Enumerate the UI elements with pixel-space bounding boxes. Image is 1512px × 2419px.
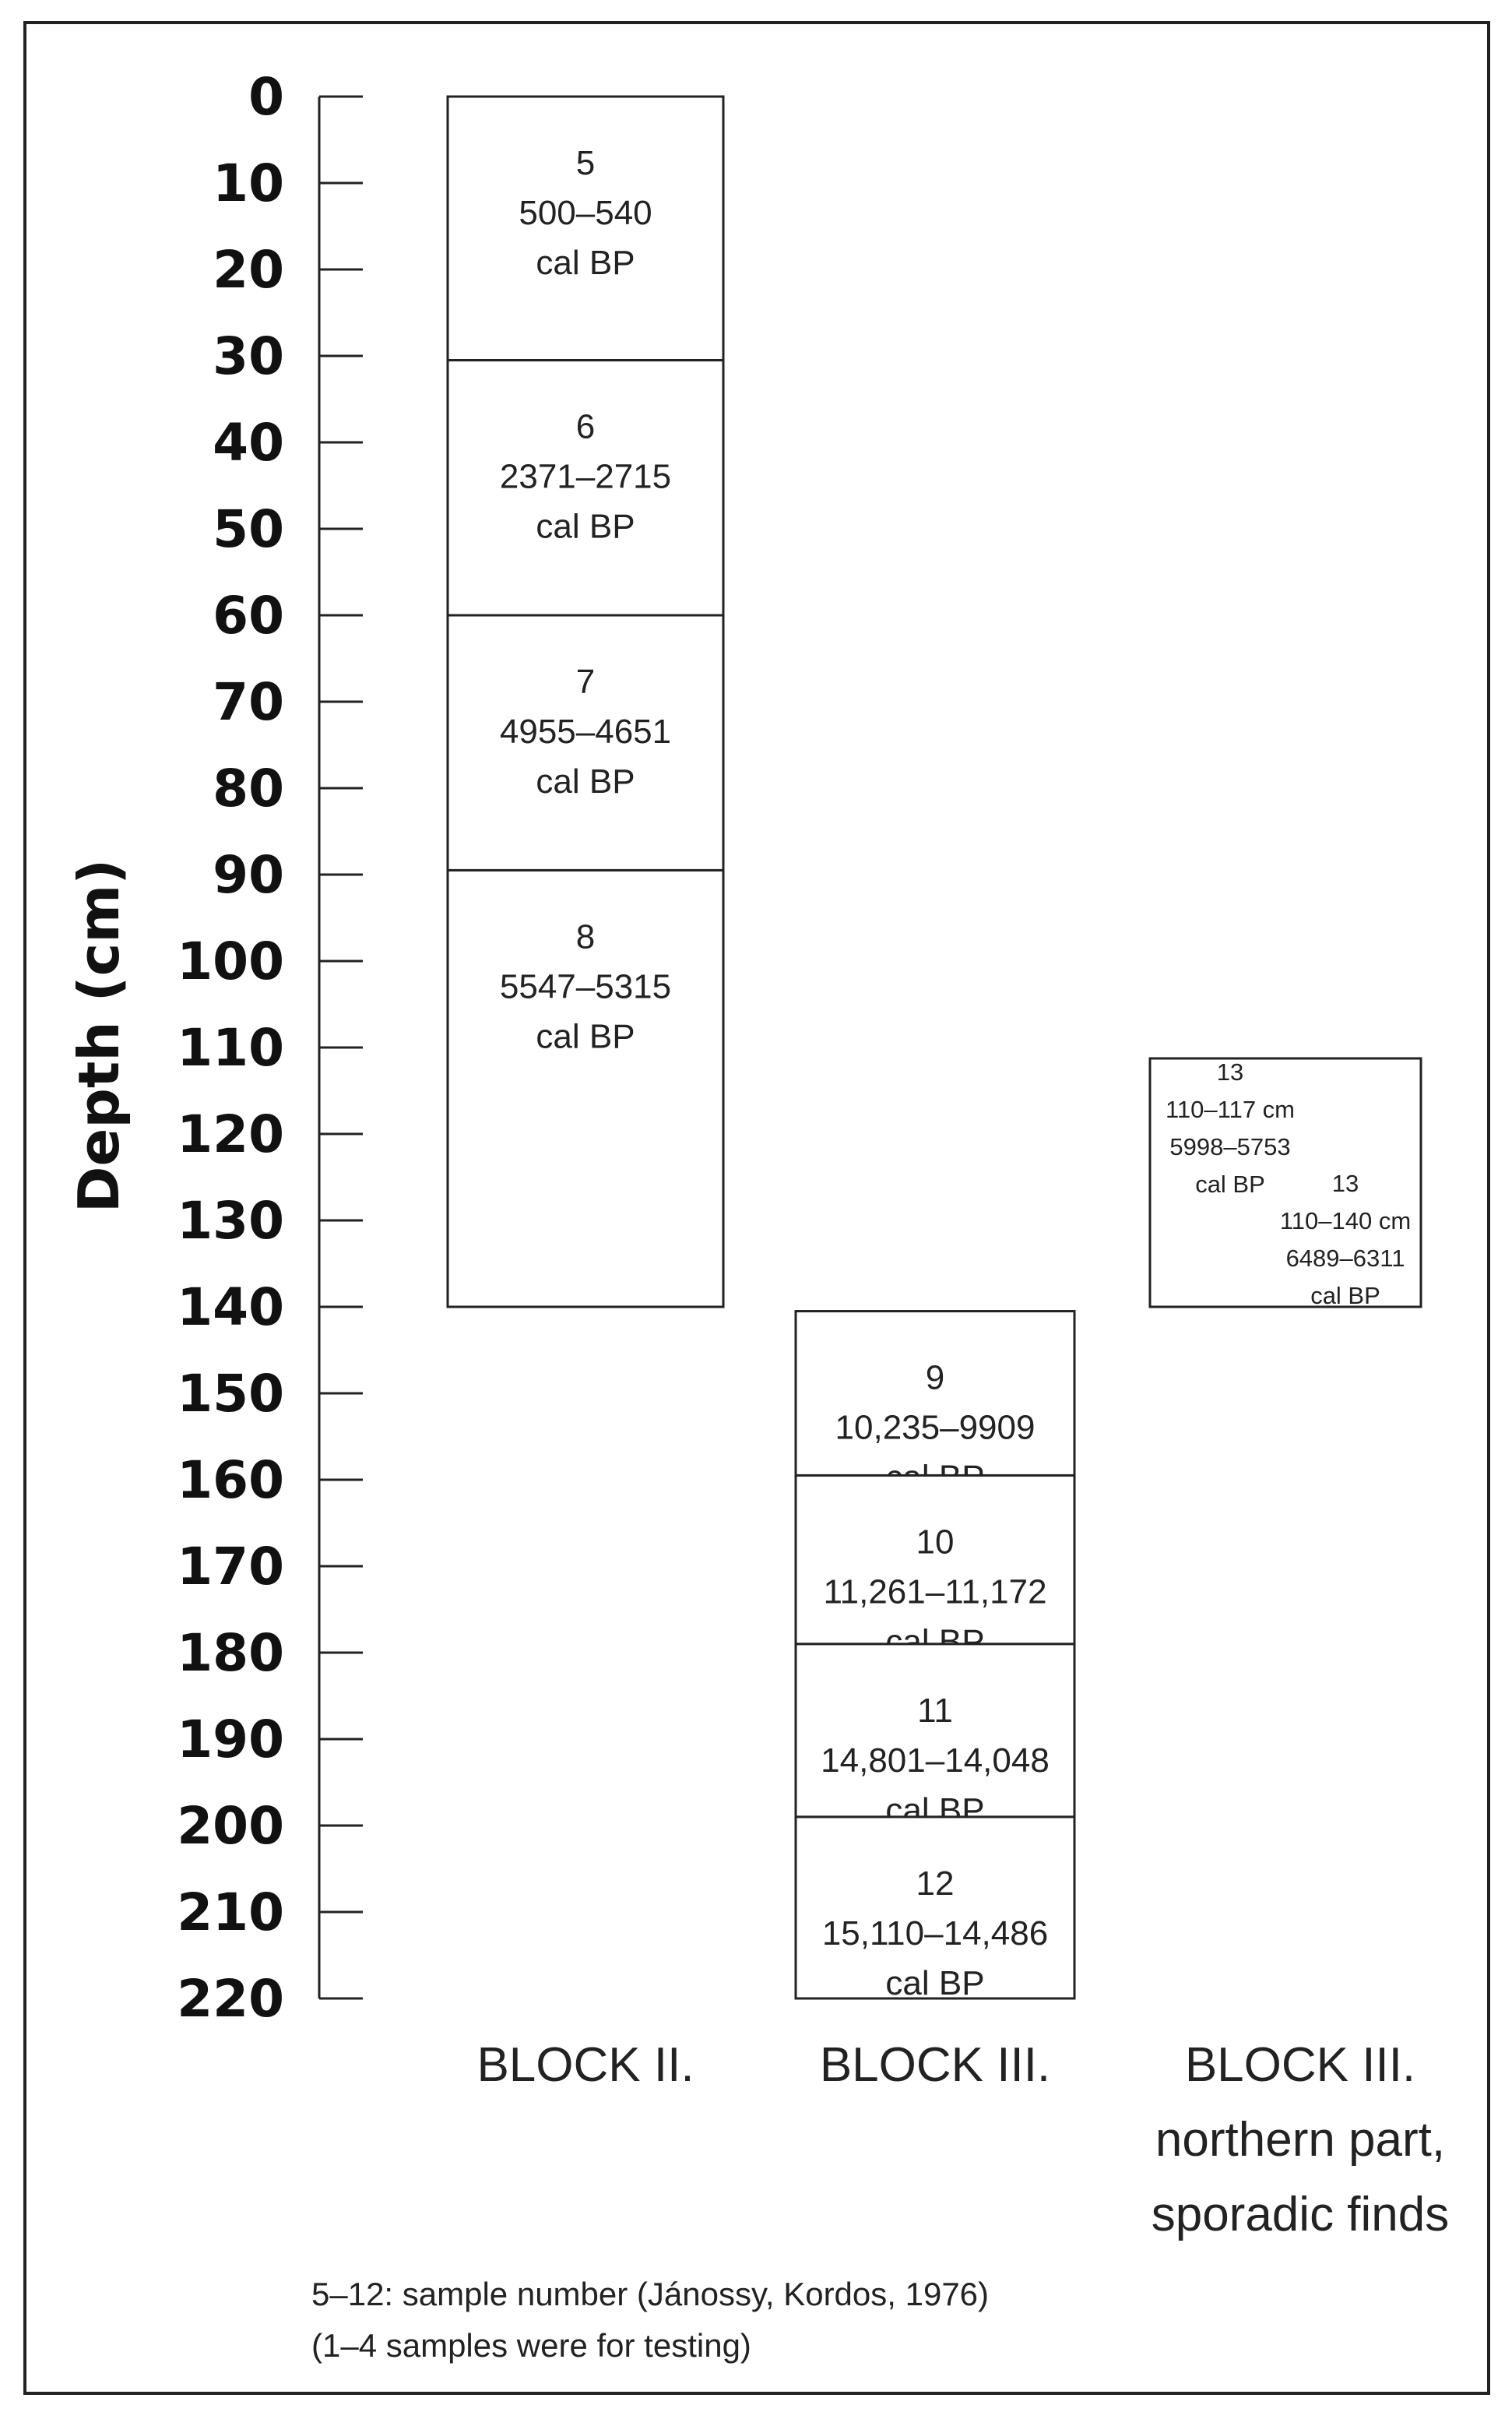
sporadic-find-text: 5998–5753 [1169, 1133, 1290, 1160]
sample-box [794, 1815, 1076, 2000]
tick-label: 70 [213, 672, 284, 732]
tick-label: 150 [177, 1364, 284, 1424]
sample-box [446, 95, 725, 362]
tick-label: 50 [213, 499, 284, 559]
sample-text: 7 [576, 663, 595, 701]
sample-text: cal BP [536, 762, 635, 801]
figure-frame [23, 21, 1490, 2395]
tick-label: 160 [177, 1450, 284, 1510]
sample-text: 5547–5315 [500, 967, 671, 1005]
sporadic-find-text: 13 [1332, 1170, 1359, 1197]
sample-text: 10 [916, 1523, 955, 1561]
tick-label: 30 [213, 326, 284, 386]
tick-label: 80 [213, 759, 284, 819]
column-label: BLOCK III. [1185, 2038, 1415, 2092]
sample-text: cal BP [885, 1964, 984, 2002]
sample-text: 2371–2715 [500, 458, 671, 496]
sample-box [794, 1474, 1076, 1646]
sample-text: 15,110–14,486 [822, 1914, 1048, 1952]
legend-notes: 5–12: sample number (Jánossy, Kordos, 19… [311, 2276, 989, 2364]
tick-label: 180 [177, 1623, 284, 1683]
tick-label: 20 [213, 240, 284, 300]
depth-ticks: 0 10 20 30 40 50 60 70 80 90 100 110 120 130 140 150 160… [177, 67, 363, 2029]
sample-text: cal BP [536, 244, 635, 282]
sample-text: 500–540 [519, 194, 652, 232]
sample-text: 12 [916, 1864, 955, 1903]
sample-boxes: 5 500–540 cal BP 6 2371–2715 cal BP 7 4955–4651… [446, 95, 1076, 2002]
sample-box [794, 1643, 1076, 1819]
legend-note: 5–12: sample number (Jánossy, Kordos, 19… [311, 2276, 989, 2312]
legend-note: (1–4 samples were for testing) [311, 2327, 751, 2364]
column-label: BLOCK II. [476, 2038, 694, 2092]
sample-text: cal BP [536, 1017, 635, 1055]
sample-box [446, 868, 725, 1308]
tick-label: 170 [177, 1537, 284, 1597]
sample-text: 11 [917, 1692, 953, 1730]
depth-axis-title: Depth (cm) [66, 859, 132, 1213]
sporadic-box-outline [1148, 1057, 1422, 1308]
sample-text: 5 [576, 144, 595, 182]
sporadic-find-text: 110–117 cm [1166, 1096, 1295, 1123]
sporadic-find-text: 13 [1217, 1058, 1243, 1086]
sample-text: 14,801–14,048 [821, 1741, 1050, 1780]
sporadic-find-text: 6489–6311 [1286, 1245, 1405, 1272]
sample-text: 4955–4651 [500, 713, 671, 751]
tick-label: 110 [177, 1018, 284, 1078]
tick-label: 100 [177, 931, 284, 991]
tick-label: 140 [177, 1277, 284, 1337]
column-label: sporadic finds [1152, 2188, 1450, 2241]
tick-label: 60 [213, 586, 284, 646]
tick-label: 120 [177, 1104, 284, 1164]
tick-label: 0 [248, 67, 284, 127]
sample-text: 9 [926, 1359, 944, 1397]
sample-box [446, 614, 725, 871]
tick-label: 130 [177, 1191, 284, 1251]
column-labels: BLOCK II. BLOCK III. BLOCK III. northern pa… [476, 2038, 1449, 2241]
sample-text: cal BP [536, 508, 635, 546]
tick-label: 220 [177, 1969, 284, 2029]
tick-label: 190 [177, 1709, 284, 1769]
sporadic-find-text: cal BP [1195, 1171, 1265, 1198]
sporadic-finds-box: 13 110–117 cm 5998–5753 cal BP 13 110–140 cm 6… [1148, 1057, 1422, 1309]
column-label: northern part, [1155, 2113, 1445, 2167]
sporadic-find-text: 110–140 cm [1280, 1207, 1411, 1234]
tick-label: 10 [213, 153, 284, 213]
tick-label: 40 [213, 413, 284, 473]
sporadic-find-text: cal BP [1310, 1282, 1380, 1309]
tick-label: 210 [177, 1882, 284, 1942]
tick-label: 90 [213, 845, 284, 905]
sample-text: 8 [576, 917, 595, 956]
column-label: BLOCK III. [820, 2038, 1050, 2092]
sample-text: 6 [576, 408, 595, 446]
sample-text: 10,235–9909 [835, 1409, 1036, 1447]
sample-box [446, 359, 725, 617]
tick-label: 200 [177, 1796, 284, 1856]
sample-text: 11,261–11,172 [823, 1572, 1046, 1611]
